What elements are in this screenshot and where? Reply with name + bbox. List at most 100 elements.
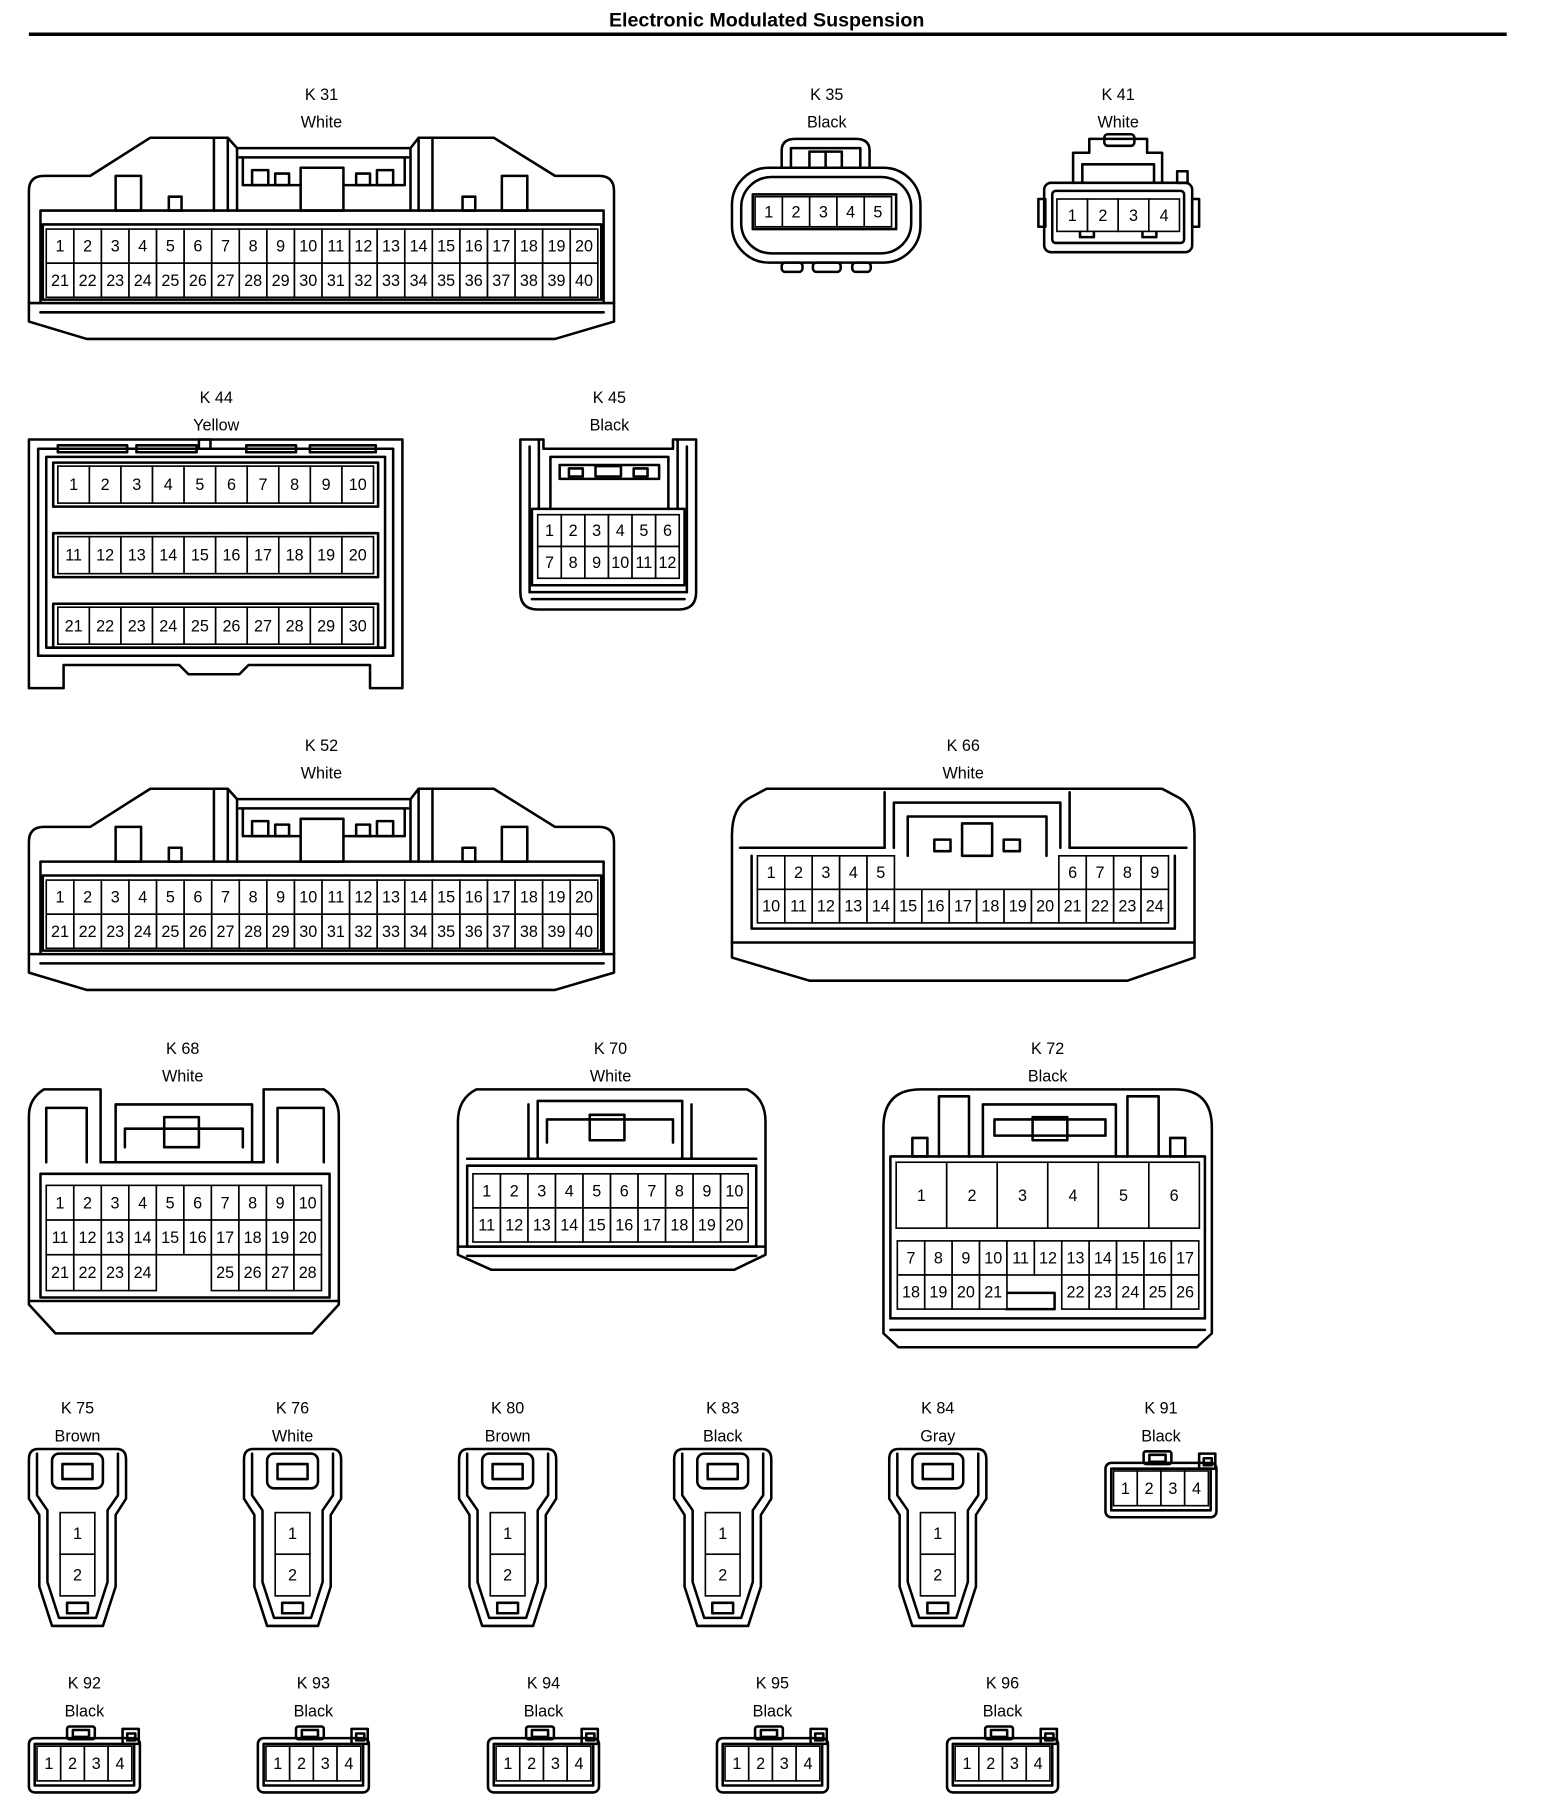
connector-color-label: Black [703, 1427, 743, 1445]
pin-number: 34 [410, 272, 428, 290]
pin-cavity [431, 879, 461, 916]
pin-cavity [238, 228, 268, 264]
pin-number: 2 [933, 1567, 942, 1585]
pin-cavity [155, 913, 185, 950]
housing-outline [212, 136, 434, 212]
housing-detail [1109, 1467, 1212, 1512]
pin-grid: 12 [919, 1511, 956, 1597]
pin-number: 8 [569, 554, 578, 572]
housing-outline [887, 1447, 988, 1628]
pin-cavity [151, 465, 185, 504]
pin-number: 19 [698, 1217, 716, 1235]
pin-number: 17 [643, 1217, 661, 1235]
housing-detail [354, 823, 372, 838]
pin-cavity [756, 888, 786, 924]
pin-number: 12 [1039, 1250, 1057, 1268]
pin-cavity [566, 1745, 592, 1782]
housing-detail [65, 1725, 97, 1741]
pin-cavity [754, 195, 784, 228]
pin-number: 21 [51, 1264, 69, 1282]
connector-housing [519, 438, 698, 611]
housing-detail [461, 195, 477, 212]
pin-number: 25 [191, 617, 209, 635]
housing-detail [696, 1452, 750, 1490]
pin-number: 4 [115, 1755, 124, 1773]
pin-number: 19 [547, 238, 565, 256]
pin-cavity [569, 262, 599, 299]
pin-cavity [100, 1219, 130, 1256]
pin-number: 1 [69, 476, 78, 494]
pin-number: 3 [592, 522, 601, 540]
pin-number: 20 [299, 1229, 317, 1247]
pin-number: 15 [161, 1229, 179, 1247]
pin-number: 2 [718, 1567, 727, 1585]
pin-cavity [719, 1207, 749, 1243]
housing-detail [1142, 1450, 1173, 1466]
pin-cavity [73, 228, 103, 264]
pin-number: 13 [533, 1217, 551, 1235]
housing-outline [889, 1155, 1207, 1320]
pin-cavity [151, 535, 185, 575]
housing-detail [354, 172, 372, 187]
housing-detail [1103, 132, 1136, 148]
pin-number: 11 [1012, 1250, 1029, 1268]
pin-number: 2 [83, 889, 92, 907]
pin-number: 7 [259, 476, 268, 494]
pin-number: 17 [492, 889, 510, 907]
pin-number: 35 [437, 272, 455, 290]
pin-cavity [919, 1553, 956, 1597]
pin-number: 21 [984, 1284, 1002, 1302]
connector-housing [27, 1447, 128, 1628]
pin-cavity [1006, 1240, 1036, 1276]
pin-cavity [341, 465, 375, 504]
housing-detail [197, 438, 212, 451]
pin-number: 17 [254, 547, 272, 565]
pin-cavity [692, 1172, 722, 1209]
pin-number: 1 [288, 1525, 297, 1543]
pin-cavity [277, 606, 312, 646]
housing-outline [680, 1452, 765, 1620]
pin-number: 3 [780, 1755, 789, 1773]
housing-outline [242, 1447, 343, 1628]
pin-number: 24 [159, 617, 177, 635]
housing-outline [250, 1452, 335, 1620]
pin-cavity [107, 1745, 133, 1782]
connector-id-label: K 96 [986, 1675, 1019, 1693]
housing-outline [896, 1452, 980, 1620]
pin-number: 23 [1094, 1284, 1112, 1302]
housing-detail [461, 846, 477, 863]
pin-number: 10 [984, 1250, 1002, 1268]
page-title: Electronic Modulated Suspension [609, 10, 924, 32]
pin-number: 8 [675, 1182, 684, 1200]
pin-cavity [210, 1253, 240, 1292]
connector-id-label: K 80 [491, 1400, 524, 1418]
pin-cavity [1046, 1161, 1100, 1229]
connector-housing [882, 1088, 1214, 1349]
housing-detail [56, 444, 129, 454]
pin-cavity [1143, 1240, 1173, 1276]
pin-number: 24 [134, 923, 152, 941]
pin-number: 26 [189, 272, 207, 290]
pin-number: 4 [565, 1182, 574, 1200]
pin-number: 23 [106, 923, 124, 941]
pin-number: 9 [322, 476, 331, 494]
pin-number: 8 [290, 476, 299, 494]
housing-detail [354, 1732, 366, 1742]
pin-cavity [489, 1553, 526, 1597]
pin-number: 27 [217, 272, 235, 290]
pin-cavity [541, 228, 572, 264]
pin-number: 36 [465, 272, 483, 290]
pin-cavity [1112, 888, 1142, 924]
housing-detail [1031, 1115, 1069, 1142]
housing-outline [465, 1103, 758, 1161]
connector-housing [457, 1447, 558, 1628]
pin-number: 4 [164, 476, 173, 494]
pin-number: 9 [1150, 864, 1159, 882]
